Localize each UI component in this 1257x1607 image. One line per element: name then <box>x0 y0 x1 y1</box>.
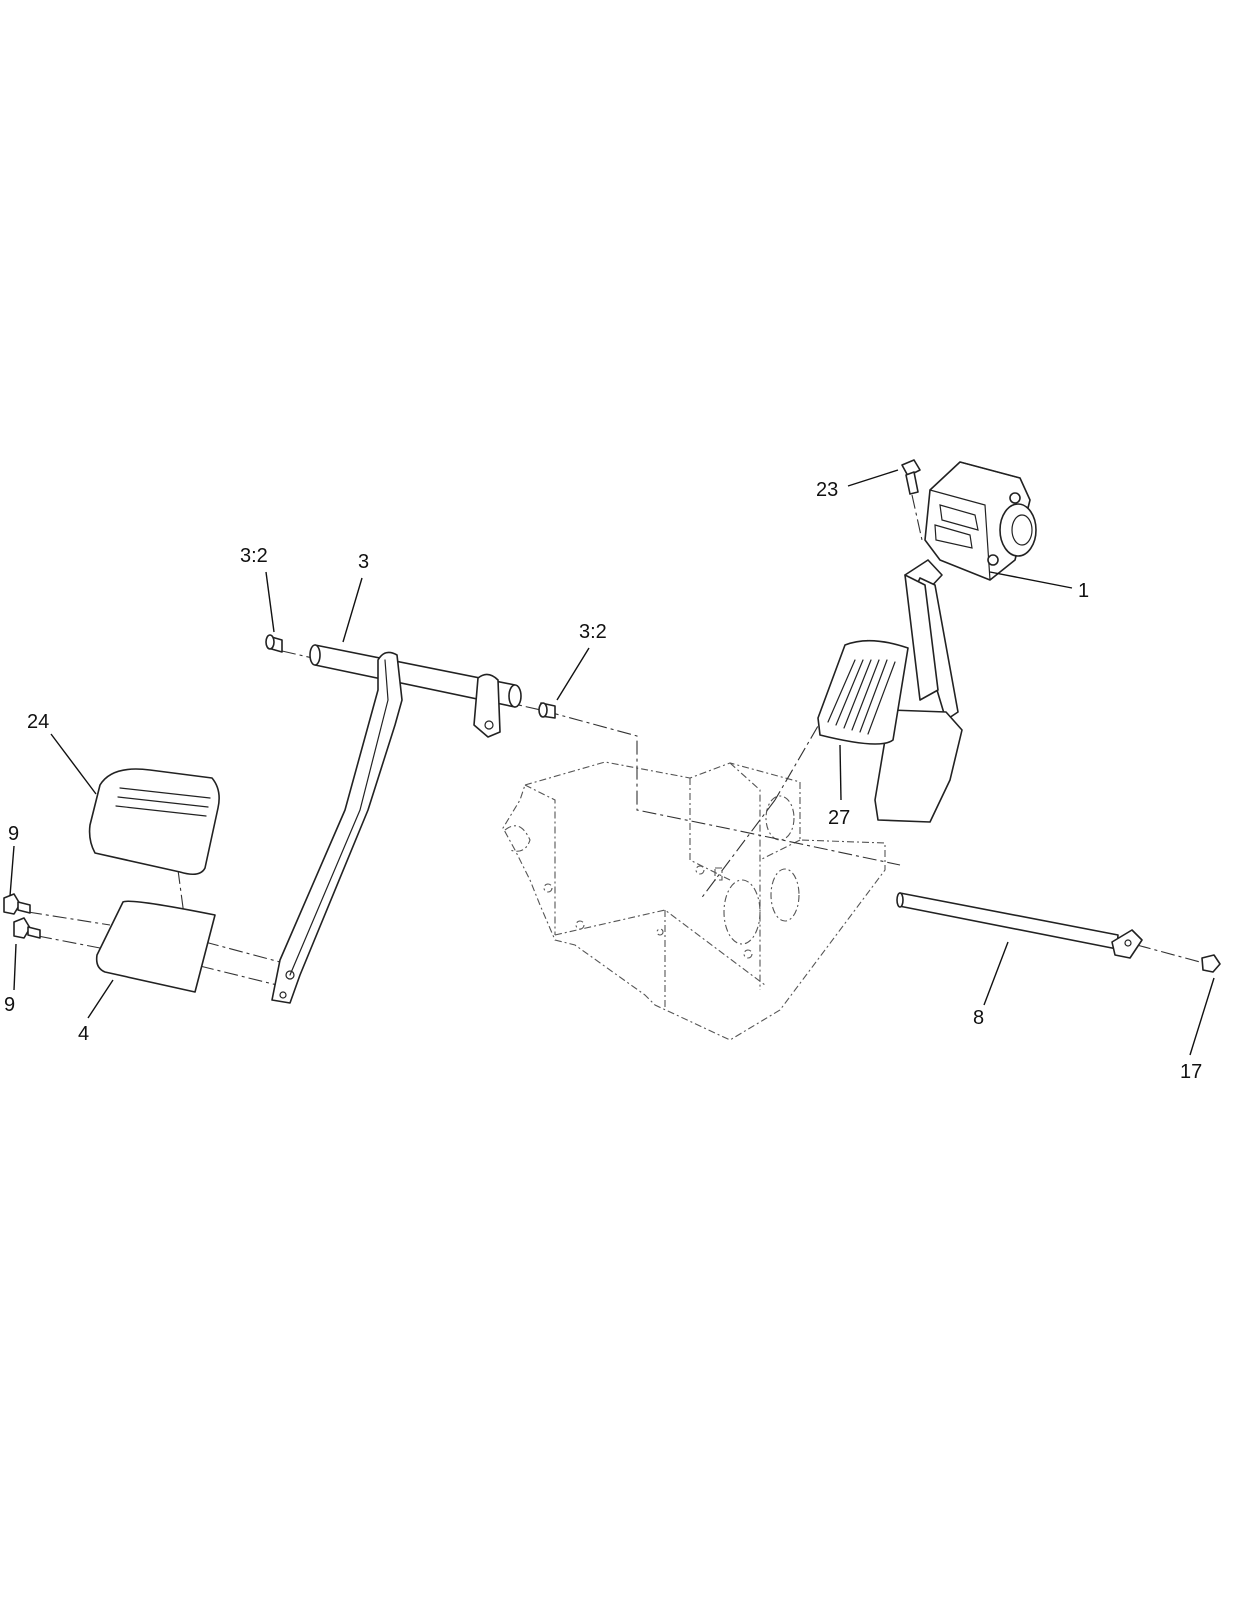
brake-pedal-pad-cover <box>88 768 220 876</box>
screw-9-bottom <box>13 917 41 939</box>
bolt-23 <box>901 459 921 495</box>
pedal-shaft-assembly <box>271 644 522 1004</box>
callout-17: 17 <box>1180 1061 1202 1083</box>
brake-pedal-pad <box>95 900 216 993</box>
pin-rod <box>896 892 1143 959</box>
callout-9-top: 9 <box>8 823 19 845</box>
screw-9-top <box>3 893 31 915</box>
bushing-3-2-left <box>265 634 283 653</box>
bolt-17 <box>1201 954 1221 973</box>
leader-lines <box>9 469 1215 1056</box>
callout-27: 27 <box>828 807 850 829</box>
callout-8: 8 <box>973 1007 984 1029</box>
accelerator-pedal-pad <box>817 639 909 745</box>
callout-24: 24 <box>27 711 49 733</box>
callout-3-2-left: 3:2 <box>240 545 268 567</box>
accelerator-pedal-assembly <box>874 461 1037 823</box>
callout-3-2-right: 3:2 <box>579 621 607 643</box>
callout-4: 4 <box>78 1023 89 1045</box>
callout-3: 3 <box>358 551 369 573</box>
callout-9-bottom: 9 <box>4 994 15 1016</box>
callout-1: 1 <box>1078 580 1089 602</box>
bushing-3-2-right <box>538 702 556 719</box>
callout-23: 23 <box>816 479 838 501</box>
assembly-centerlines <box>27 494 1201 986</box>
mounting-bracket-ghost <box>502 761 886 1041</box>
callout-labels: 3:2 3 3:2 24 9 9 4 8 17 23 1 27 <box>4 479 1202 1083</box>
